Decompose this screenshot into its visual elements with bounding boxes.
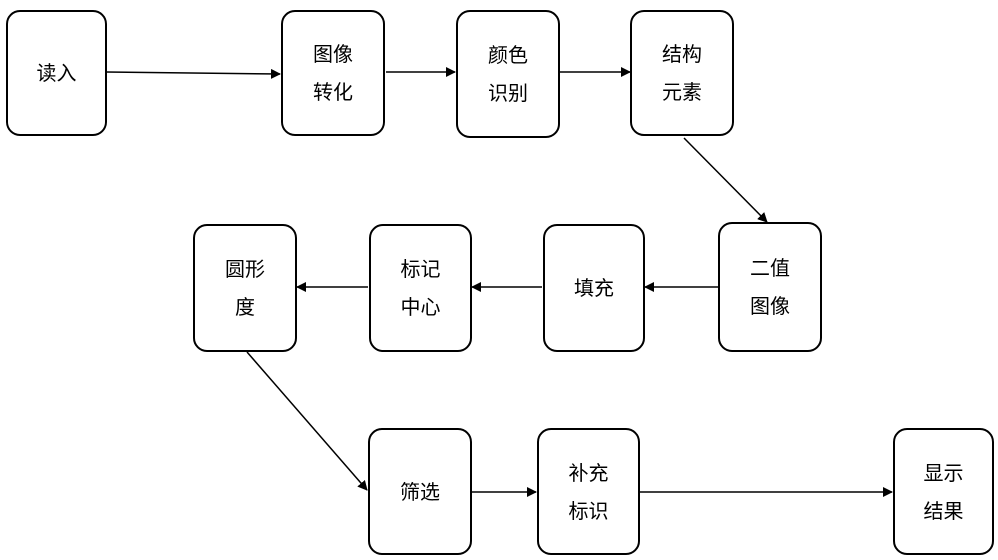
node-structuring-element-label-2: 元素 <box>662 80 702 104</box>
arrow-circularity-to-filter <box>246 351 368 491</box>
node-display-result-label-1: 显示 <box>923 460 964 485</box>
node-mark-center-label-1: 标记 <box>400 257 441 281</box>
node-display-result-label-2: 结果 <box>923 498 964 523</box>
node-image-convert-label-2: 转化 <box>313 80 353 104</box>
node-display-result: 显示 结果 <box>893 428 994 555</box>
node-circularity-label-2: 度 <box>235 295 255 319</box>
node-structuring-element: 结构 元素 <box>630 10 734 136</box>
arrow-structuring-element-to-binary-image <box>683 137 768 223</box>
node-supplementary-mark-label-1: 补充 <box>568 460 609 485</box>
node-color-recognition-label-1: 颜色 <box>488 43 528 67</box>
node-circularity: 圆形 度 <box>193 224 297 352</box>
node-fill-label-1: 填充 <box>574 276 614 300</box>
node-supplementary-mark-label-2: 标识 <box>568 498 609 523</box>
node-mark-center: 标记 中心 <box>369 224 472 352</box>
node-color-recognition-label-2: 识别 <box>488 81 528 105</box>
node-fill: 填充 <box>543 224 645 352</box>
node-image-convert: 图像 转化 <box>281 10 385 136</box>
node-binary-image: 二值 图像 <box>718 222 822 352</box>
node-image-convert-label-1: 图像 <box>313 42 353 66</box>
node-binary-image-label-1: 二值 <box>750 256 790 280</box>
node-color-recognition: 颜色 识别 <box>456 10 560 138</box>
node-read-label-1: 读入 <box>36 61 77 85</box>
node-filter-label-1: 筛选 <box>400 479 440 504</box>
node-filter: 筛选 <box>368 428 472 555</box>
node-binary-image-label-2: 图像 <box>750 294 790 318</box>
node-mark-center-label-2: 中心 <box>400 295 441 319</box>
node-read: 读入 <box>6 10 107 136</box>
node-circularity-label-1: 圆形 <box>225 257 265 281</box>
node-structuring-element-label-1: 结构 <box>662 42 702 66</box>
arrow-read-to-image-convert <box>105 68 281 79</box>
node-supplementary-mark: 补充 标识 <box>537 428 640 555</box>
